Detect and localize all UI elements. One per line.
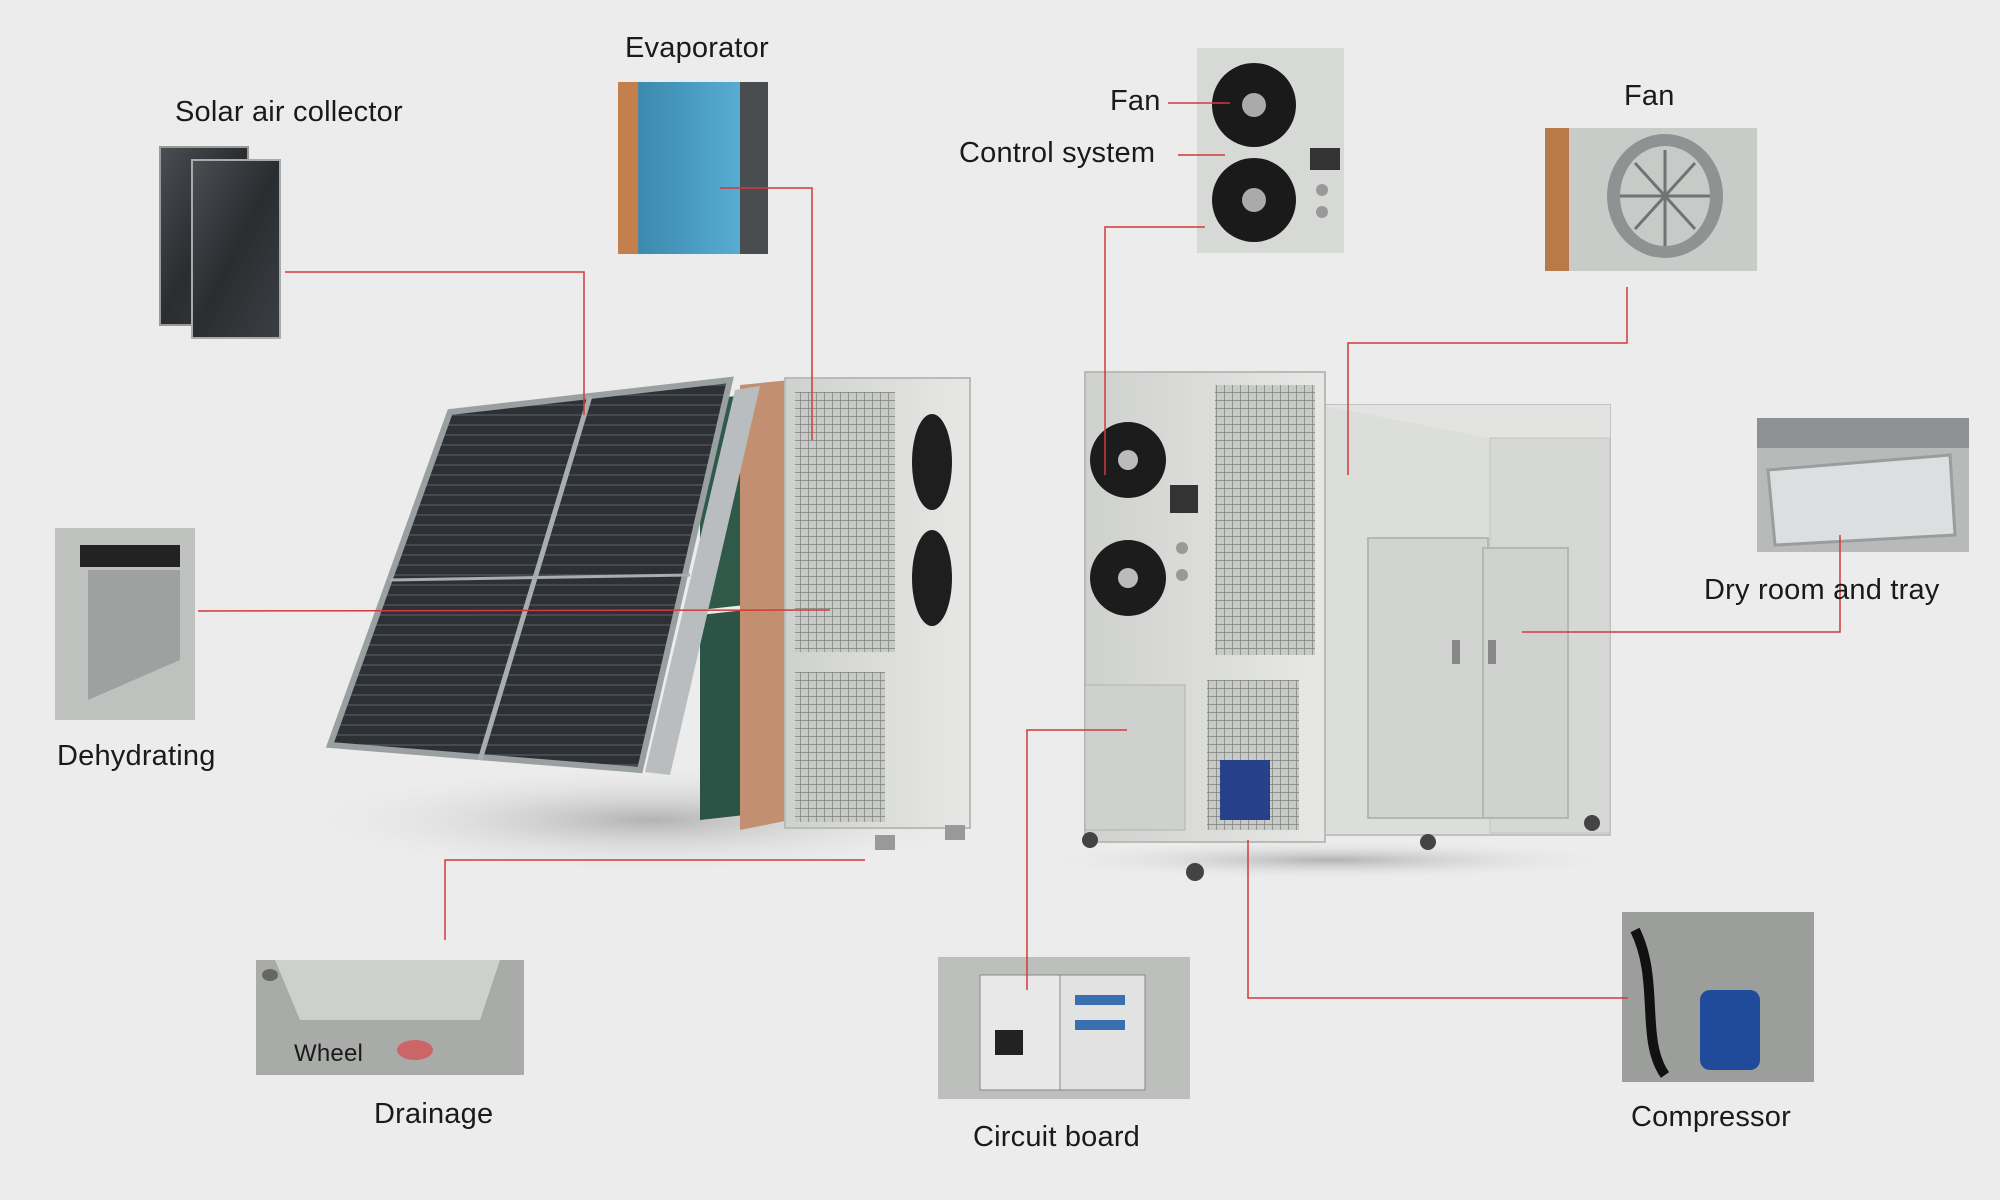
dry-room-tray-photo <box>1757 418 1969 552</box>
label-wheel: Wheel <box>294 1040 364 1067</box>
label-drainage: Drainage <box>374 1098 494 1130</box>
solar-collector-photo <box>159 146 281 339</box>
circuit-board-photo <box>938 957 1190 1099</box>
label-dry-room-and-tray: Dry room and tray <box>1704 574 1940 606</box>
fan-control-photo <box>1197 48 1344 253</box>
solar-dryer-cabinet <box>784 377 971 850</box>
callout-fan-cabinet <box>1104 226 1205 475</box>
solar-panel-array <box>325 376 760 775</box>
label-compressor: Compressor <box>1631 1101 1791 1133</box>
callout-fan-right <box>1347 287 1628 475</box>
label-dehydrating: Dehydrating <box>57 740 216 772</box>
dehydrating-photo <box>55 528 195 720</box>
callout-solar-air-collector <box>285 271 585 415</box>
callout-drainage <box>444 859 865 940</box>
solar-dryer-machine <box>290 376 1010 875</box>
wheel-photo <box>256 960 524 1075</box>
label-evaporator: Evaporator <box>625 32 769 64</box>
heat-pump-dryer-machine <box>1030 371 1630 881</box>
callout-circuit-board <box>1026 729 1127 990</box>
label-solar-air-collector: Solar air collector <box>175 96 403 128</box>
callout-compressor <box>1247 840 1628 999</box>
callout-dry-room <box>1522 535 1841 633</box>
evaporator-photo <box>618 82 768 254</box>
callout-lines <box>197 102 1841 999</box>
callout-evaporator <box>720 187 813 440</box>
fan-housing-photo <box>1545 128 1757 271</box>
label-fan-right: Fan <box>1624 80 1675 112</box>
callout-dehydrating <box>197 609 831 612</box>
label-control-system: Control system <box>959 137 1156 169</box>
compressor-photo <box>1622 912 1814 1082</box>
label-circuit-board: Circuit board <box>973 1121 1140 1153</box>
label-fan-top: Fan <box>1110 85 1161 117</box>
